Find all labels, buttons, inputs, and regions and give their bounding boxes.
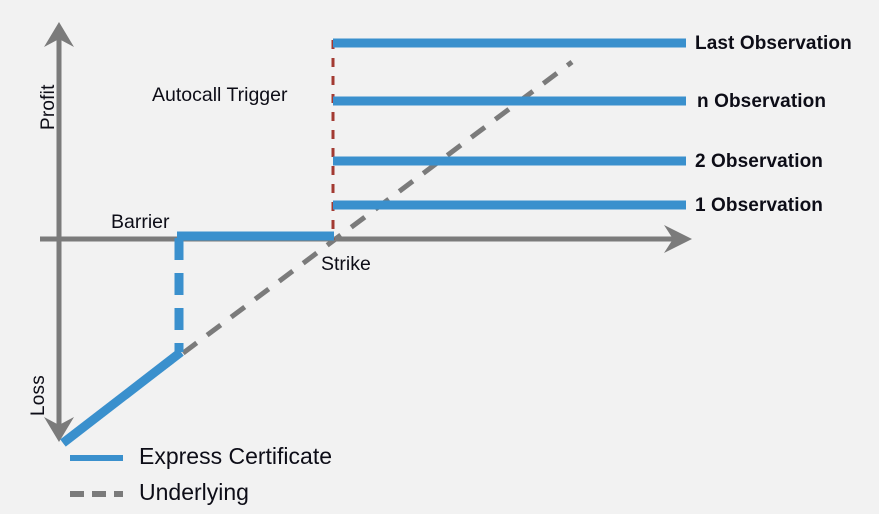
y-axis-up-arrow-icon xyxy=(44,22,74,47)
y-axis-loss-label: Loss xyxy=(28,375,49,416)
legend-label-express-certificate: Express Certificate xyxy=(139,443,333,469)
observation-label-2: 2 Observation xyxy=(695,151,824,172)
barrier-label: Barrier xyxy=(111,211,170,233)
observation-label-1: 1 Observation xyxy=(695,195,824,216)
y-axis-profit-label: Profit xyxy=(38,84,59,130)
express-loss-leg xyxy=(60,348,184,447)
y-axis-down-arrow-icon xyxy=(44,417,74,442)
strike-label: Strike xyxy=(321,253,371,275)
observation-label-n: n Observation xyxy=(697,91,827,112)
autocall-trigger-label: Autocall Trigger xyxy=(152,84,288,106)
x-axis-right-arrow-icon xyxy=(664,225,692,253)
legend-label-underlying: Underlying xyxy=(139,479,249,505)
observation-label-last: Last Observation xyxy=(695,33,852,54)
